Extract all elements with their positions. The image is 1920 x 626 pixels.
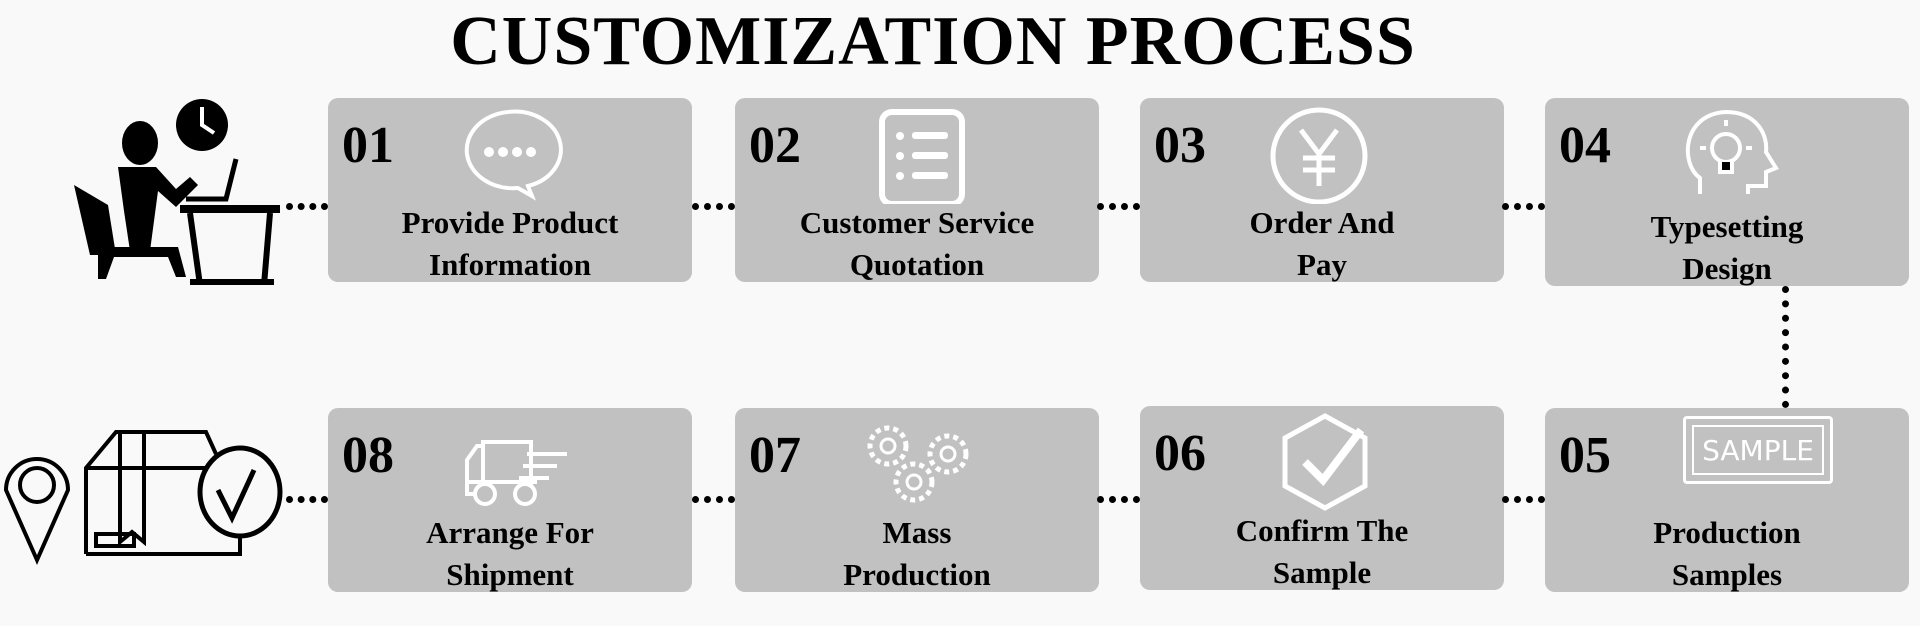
- person-at-desk-icon: [70, 95, 290, 285]
- delivery-location-icon: [0, 430, 290, 570]
- step-label-line1: Mass: [882, 515, 952, 550]
- step-label-line1: Order And: [1249, 205, 1395, 240]
- step-number: 02: [749, 117, 801, 174]
- connector: [286, 203, 328, 210]
- hexagon-check-icon: [1265, 412, 1375, 512]
- step-label-line1: Confirm The: [1235, 513, 1409, 548]
- connector: [286, 496, 328, 503]
- chat-bubble-icon: [453, 104, 563, 204]
- gears-icon: [860, 414, 970, 514]
- sample-stamp-text: SAMPLE: [1692, 425, 1824, 475]
- step-number: 07: [749, 427, 801, 484]
- step-label-line2: Samples: [1671, 557, 1783, 592]
- step-label-line1: Arrange For: [426, 515, 594, 550]
- step-number: 06: [1154, 425, 1206, 482]
- step-number: 03: [1154, 117, 1206, 174]
- step-number: 05: [1559, 427, 1611, 484]
- list-icon: [860, 104, 970, 204]
- step-label-line1: Provide Product: [401, 205, 619, 240]
- connector: [1782, 286, 1789, 408]
- connector: [1097, 203, 1140, 210]
- step-label-line2: Shipment: [446, 557, 574, 592]
- step-number: 04: [1559, 117, 1611, 174]
- connector: [692, 496, 735, 503]
- step-label-line1: Production: [1653, 515, 1801, 550]
- yen-icon: [1265, 104, 1375, 204]
- connector: [1502, 203, 1545, 210]
- sample-stamp-icon: SAMPLE: [1683, 416, 1833, 484]
- idea-head-icon: [1670, 104, 1780, 204]
- step-label-line2: Design: [1682, 251, 1772, 286]
- step-label-line2: Production: [843, 557, 991, 592]
- step-label-line2: Quotation: [849, 247, 985, 282]
- step-label-line2: Pay: [1297, 247, 1347, 282]
- connector: [1097, 496, 1140, 503]
- step-label-line2: Sample: [1272, 555, 1372, 590]
- step-label-line1: Typesetting: [1650, 209, 1804, 244]
- step-label-line2: Information: [429, 247, 591, 282]
- delivery-truck-icon: [453, 414, 567, 514]
- page-title: CUSTOMIZATION PROCESS: [450, 3, 1416, 80]
- connector: [692, 203, 735, 210]
- step-number: 08: [342, 427, 394, 484]
- connector: [1502, 496, 1545, 503]
- step-number: 01: [342, 117, 394, 174]
- step-label-line1: Customer Service: [799, 205, 1035, 240]
